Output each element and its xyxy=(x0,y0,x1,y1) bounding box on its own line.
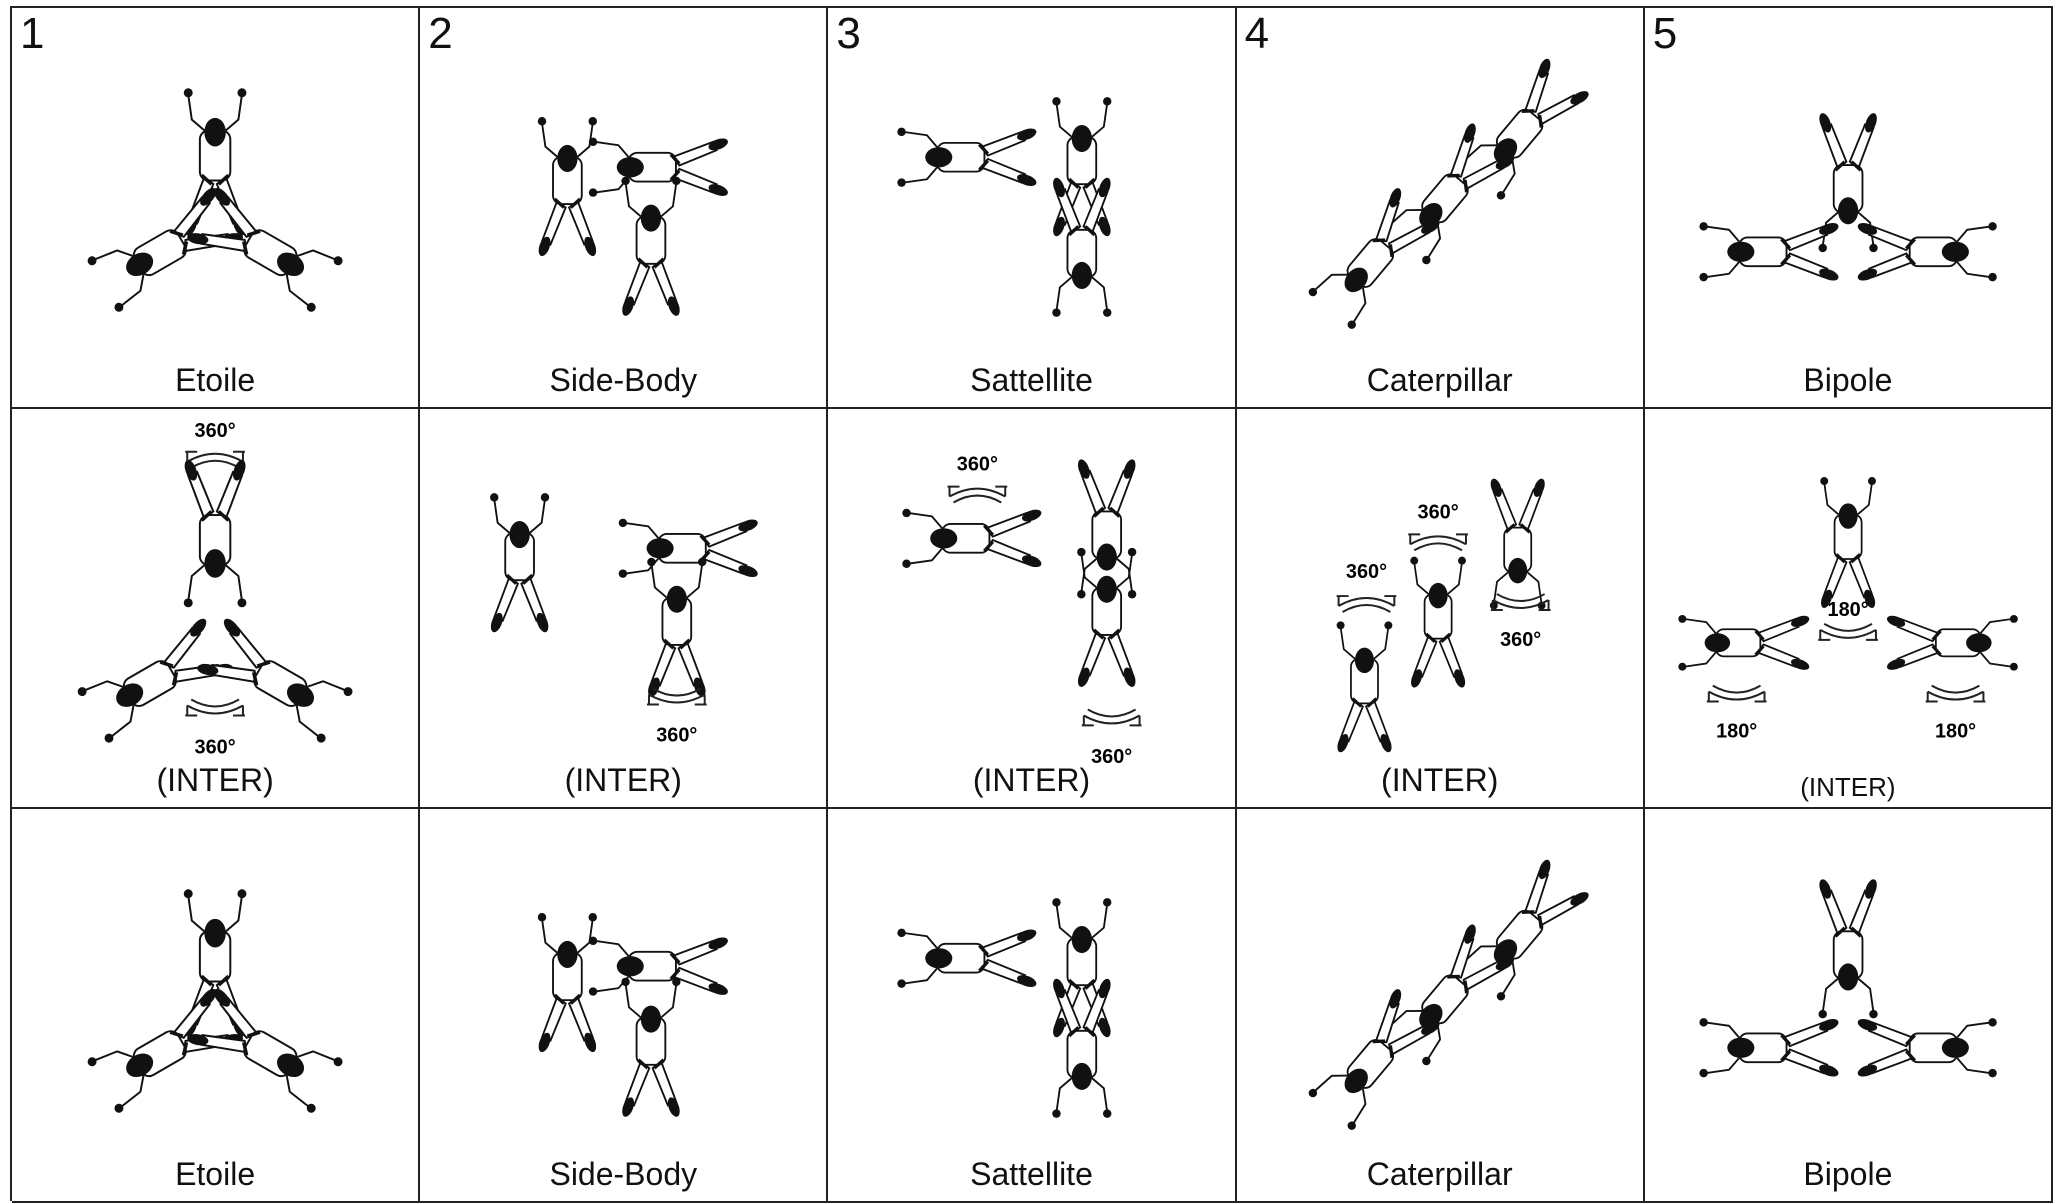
sattellite-figure xyxy=(896,95,1116,319)
formation-label: (INTER) xyxy=(1381,762,1499,798)
formation-label: Side-Body xyxy=(549,362,698,398)
rotation-label: 360° xyxy=(656,724,697,746)
rotation-label: 180° xyxy=(1827,599,1868,621)
formation-label: Caterpillar xyxy=(1366,1156,1513,1192)
cell-4-caterpillar-final: Caterpillar xyxy=(1236,809,1645,1203)
rotation-arrow-icon xyxy=(1924,684,1987,703)
cell-1-etoile: 1 Etoile xyxy=(12,8,421,409)
formation-label: (INTER) xyxy=(564,762,682,798)
formation-label: Side-Body xyxy=(549,1156,698,1192)
formation-label: Etoile xyxy=(175,1156,256,1192)
rotation-label: 360° xyxy=(1345,561,1386,583)
formation-label: (INTER) xyxy=(156,762,274,798)
cell-5-bipole-final: Bipole xyxy=(1644,809,2053,1203)
rotation-label: 360° xyxy=(1092,746,1133,768)
rotation-label: 360° xyxy=(195,420,236,442)
side-body-figure xyxy=(534,911,732,1121)
rotation-arrow-icon xyxy=(1705,684,1768,703)
sattellite-figure xyxy=(896,896,1115,1120)
rotation-arrow-icon xyxy=(646,687,708,706)
formation-grid: 1 Etoile 2 Side-Body 3 Sattellite 4 xyxy=(10,6,2053,1203)
formation-label: (INTER) xyxy=(1800,772,1896,802)
cell-4-inter: 360° 360° 360° (INTER) xyxy=(1236,409,1645,809)
formation-number: 1 xyxy=(20,9,45,58)
bipole-figure xyxy=(1697,109,1999,285)
rotation-arrow-icon xyxy=(1081,708,1143,727)
bipole-figure xyxy=(1697,876,1999,1081)
formation-label: (INTER) xyxy=(972,762,1091,798)
rotation-label: 360° xyxy=(195,736,236,758)
caterpillar-inter-figure: 360° 360° 360° xyxy=(1333,475,1552,756)
side-body-figure xyxy=(534,115,732,320)
rotation-label: 180° xyxy=(1716,720,1757,742)
caterpillar-figure xyxy=(1303,52,1595,334)
cell-5-inter: 180° 180° 180° (INTER) xyxy=(1644,409,2053,809)
rotation-label: 360° xyxy=(957,454,998,476)
etoile-figure xyxy=(83,86,347,317)
formation-number: 4 xyxy=(1244,9,1270,58)
formation-label: Sattellite xyxy=(970,362,1093,398)
caterpillar-figure xyxy=(1303,853,1595,1135)
rotation-arrow-icon xyxy=(1406,533,1469,552)
cell-3-sattellite-final: Sattellite xyxy=(828,809,1237,1203)
rotation-label: 360° xyxy=(1500,629,1541,651)
formation-label: Caterpillar xyxy=(1366,362,1513,398)
bipole-inter-figure: 180° 180° 180° xyxy=(1676,475,2020,742)
formation-number: 3 xyxy=(836,9,861,58)
etoile-inter-figure: 360° 360° xyxy=(73,420,357,758)
etoile-figure xyxy=(83,887,347,1118)
formation-label: Bipole xyxy=(1803,362,1893,398)
formation-number: 5 xyxy=(1652,9,1678,58)
cell-2-side-body-final: Side-Body xyxy=(420,809,829,1203)
cell-2-inter: 360° (INTER) xyxy=(420,409,829,809)
formation-label: Sattellite xyxy=(970,1156,1093,1192)
formation-label: Bipole xyxy=(1803,1156,1893,1192)
formation-number: 2 xyxy=(428,9,453,58)
rotation-arrow-icon xyxy=(184,698,246,717)
cell-1-etoile-final: Etoile xyxy=(12,809,421,1203)
rotation-label: 360° xyxy=(1417,501,1458,523)
formation-label: Etoile xyxy=(175,362,256,398)
cell-4-caterpillar: 4 Caterpillar xyxy=(1236,8,1645,409)
sattellite-inter-figure: 360° 360° xyxy=(900,454,1143,768)
cell-5-bipole: 5 Bipole xyxy=(1644,8,2053,409)
cell-1-inter: 360° 360° (INTER) xyxy=(12,409,421,809)
rotation-arrow-icon xyxy=(1817,622,1879,641)
rotation-label: 180° xyxy=(1935,720,1976,742)
rotation-arrow-icon xyxy=(946,485,1009,504)
cell-3-inter: 360° 360° (INTER) xyxy=(828,409,1237,809)
rotation-arrow-icon xyxy=(1335,595,1397,613)
side-body-inter-figure: 360° xyxy=(487,491,762,746)
cell-2-side-body: 2 Side-Body xyxy=(420,8,829,409)
cell-3-sattellite: 3 Sattellite xyxy=(828,8,1237,409)
